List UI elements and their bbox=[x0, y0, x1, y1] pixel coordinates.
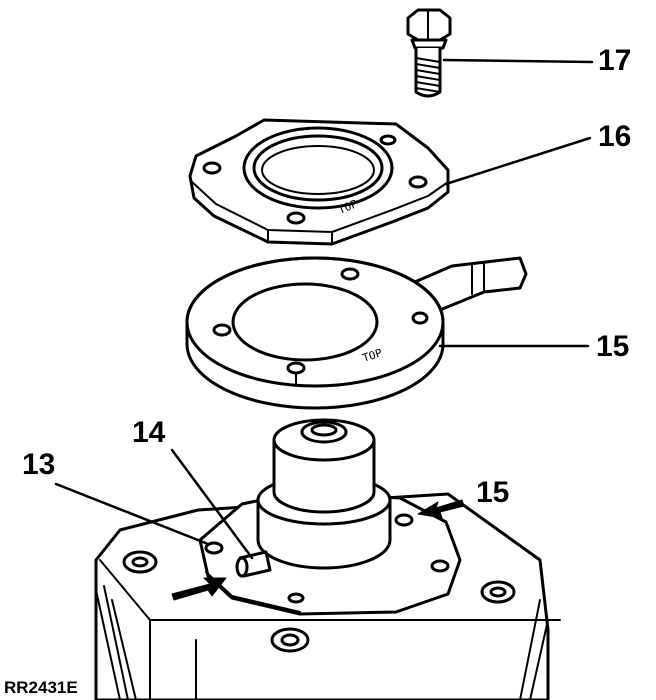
bolt-part-17 bbox=[406, 8, 452, 98]
stepped-hub bbox=[256, 418, 392, 570]
callout-15-ring: 15 bbox=[596, 330, 630, 363]
leader-lines bbox=[54, 58, 594, 560]
figure-code: RR2431E bbox=[4, 678, 78, 697]
callout-15-arrow: 15 bbox=[476, 476, 510, 509]
arrow-indicator-left bbox=[171, 577, 227, 601]
callout-14: 14 bbox=[132, 416, 166, 449]
pin-part-14 bbox=[235, 550, 272, 578]
callout-13: 13 bbox=[22, 448, 56, 481]
retainer-plate-part-16 bbox=[188, 118, 450, 246]
arrow-indicator-right bbox=[417, 499, 465, 519]
shim-ring-part-15 bbox=[185, 256, 528, 410]
callout-17: 17 bbox=[598, 44, 632, 77]
engraving-part-15: TOP bbox=[361, 346, 384, 365]
callout-16: 16 bbox=[598, 120, 632, 153]
